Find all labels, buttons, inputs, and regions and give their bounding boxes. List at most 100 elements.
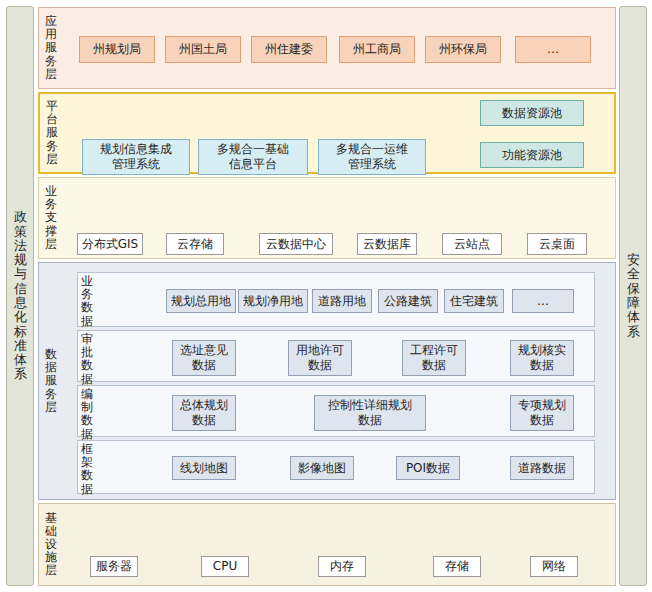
box-label: 总体规划 数据: [177, 398, 231, 428]
item-box: 功能资源池: [480, 142, 584, 168]
item-box: 服务器: [90, 556, 138, 577]
item-box: 规划总用地: [166, 289, 236, 313]
box-label: 选址意见 数据: [177, 343, 231, 373]
item-box: 州环保局: [425, 36, 501, 63]
vertical-label: 业务数据: [81, 275, 93, 328]
box-label: 功能资源池: [502, 148, 562, 163]
box-label: 云桌面: [539, 237, 575, 252]
box-label: 云数据库: [363, 237, 411, 252]
box-label: 规划核实 数据: [515, 343, 569, 373]
item-box: 网络: [530, 556, 578, 577]
box-label: 云站点: [454, 237, 490, 252]
item-box: …: [515, 36, 591, 63]
vertical-label: 应用服务层: [45, 15, 57, 81]
data-row: 框架数据 线划地图 影像地图 POI数据 道路数据: [77, 440, 595, 494]
item-box: 线划地图: [172, 456, 236, 480]
item-box: 控制性详细规划 数据: [314, 395, 426, 431]
box-label: 州环保局: [439, 42, 487, 57]
box-label: 线划地图: [180, 461, 228, 476]
item-box: 住宅建筑: [444, 289, 504, 313]
box-label: 规划信息集成 管理系统: [87, 142, 185, 172]
box-label: 用地许可 数据: [293, 343, 347, 373]
item-box: 公路建筑: [378, 289, 438, 313]
item-box: 影像地图: [290, 456, 354, 480]
item-box: 总体规划 数据: [172, 395, 236, 431]
item-box: 规划核实 数据: [510, 340, 574, 376]
item-box: 州工商局: [339, 36, 415, 63]
item-box: 云数据库: [357, 233, 417, 255]
item-box: 州规划局: [79, 36, 155, 63]
box-label: …: [547, 42, 559, 57]
box-label: 州工商局: [353, 42, 401, 57]
item-box: 用地许可 数据: [288, 340, 352, 376]
item-box: 选址意见 数据: [172, 340, 236, 376]
vertical-label: 基础设施层: [45, 512, 57, 578]
item-box: POI数据: [396, 456, 460, 480]
box-label: 规划净用地: [243, 294, 303, 309]
data-row: 编制数据总体规划 数据控制性详细规划 数据专项规划 数据: [77, 385, 595, 437]
vertical-label: 平台服务层: [46, 100, 58, 166]
box-label: 云数据中心: [266, 237, 326, 252]
vertical-label: 政策法规与信息化标准体系: [14, 210, 27, 382]
box-label: 分布式GIS: [82, 237, 138, 252]
item-box: 存储: [433, 556, 481, 577]
item-box: 云存储: [166, 233, 224, 255]
item-box: 道路用地: [312, 289, 372, 313]
vertical-label: 审批数据: [81, 333, 93, 386]
item-box: 内存: [318, 556, 366, 577]
item-box: 数据资源池: [480, 100, 584, 126]
box-label: …: [537, 294, 549, 309]
layer-band: 平台服务层规划信息集成 管理系统多规合一基础 信息平台多规合一运维 管理系统 数据…: [38, 92, 616, 174]
vertical-label: 业务支撑层: [45, 185, 57, 251]
box-label: 服务器: [96, 559, 132, 574]
item-box: 州住建委: [251, 36, 327, 63]
box-label: 云存储: [177, 237, 213, 252]
box-label: 道路用地: [318, 294, 366, 309]
data-row: 业务数据 规划总用地规划净用地道路用地 公路建筑 住宅建筑 …: [77, 272, 595, 327]
item-box: 分布式GIS: [77, 233, 143, 255]
box-label: 控制性详细规划 数据: [319, 398, 421, 428]
data-row: 审批数据选址意见 数据用地许可 数据工程许可 数据规划核实 数据: [77, 330, 595, 382]
item-box: 道路数据: [510, 456, 574, 480]
item-box: 规划净用地: [238, 289, 308, 313]
box-label: 州住建委: [265, 42, 313, 57]
item-box: 多规合一基础 信息平台: [198, 139, 308, 175]
item-box: CPU: [201, 556, 249, 577]
layer-band: 基础设施层服务器 CPU 内存 存储 网络: [38, 503, 616, 586]
item-box: 云数据中心: [259, 233, 333, 255]
side-band: 政策法规与信息化标准体系: [6, 6, 34, 586]
box-label: 州规划局: [93, 42, 141, 57]
item-box: 云桌面: [527, 233, 587, 255]
box-label: 专项规划 数据: [515, 398, 569, 428]
box-label: 住宅建筑: [450, 294, 498, 309]
item-box: 云站点: [442, 233, 502, 255]
vertical-label: 编制数据: [81, 388, 93, 441]
item-box: 多规合一运维 管理系统: [318, 139, 426, 175]
vertical-label: 框架数据: [81, 443, 93, 496]
box-label: 数据资源池: [502, 106, 562, 121]
item-box: …: [512, 289, 574, 313]
box-label: 公路建筑: [384, 294, 432, 309]
item-box: 专项规划 数据: [510, 395, 574, 431]
layer-band: 业务支撑层分布式GIS 云存储 云数据中心 云数据库 云站点 云桌面: [38, 177, 616, 259]
box-label: 影像地图: [298, 461, 346, 476]
box-label: 道路数据: [518, 461, 566, 476]
box-label: 网络: [542, 559, 566, 574]
item-box: 州国土局: [165, 36, 241, 63]
vertical-label: 安全保障体系: [627, 253, 640, 339]
box-label: 存储: [445, 559, 469, 574]
side-band: 安全保障体系: [619, 6, 647, 586]
box-label: POI数据: [406, 461, 450, 476]
vertical-label: 数据服务层: [45, 348, 57, 414]
layer-band: 应用服务层 州规划局 州国土局 州住建委 州工商局 州环保局 …: [38, 7, 616, 89]
box-label: 多规合一运维 管理系统: [323, 142, 421, 172]
item-box: 规划信息集成 管理系统: [82, 139, 190, 175]
box-label: 工程许可 数据: [407, 343, 461, 373]
box-label: 规划总用地: [171, 294, 231, 309]
box-label: 多规合一基础 信息平台: [203, 142, 303, 172]
box-label: CPU: [213, 559, 237, 574]
box-label: 州国土局: [179, 42, 227, 57]
item-box: 工程许可 数据: [402, 340, 466, 376]
box-label: 内存: [330, 559, 354, 574]
layer-band: 数据服务层 业务数据 规划总用地规划净用地道路用地 公路建筑 住宅建筑 … 审批数据 选址意见…: [38, 262, 616, 500]
